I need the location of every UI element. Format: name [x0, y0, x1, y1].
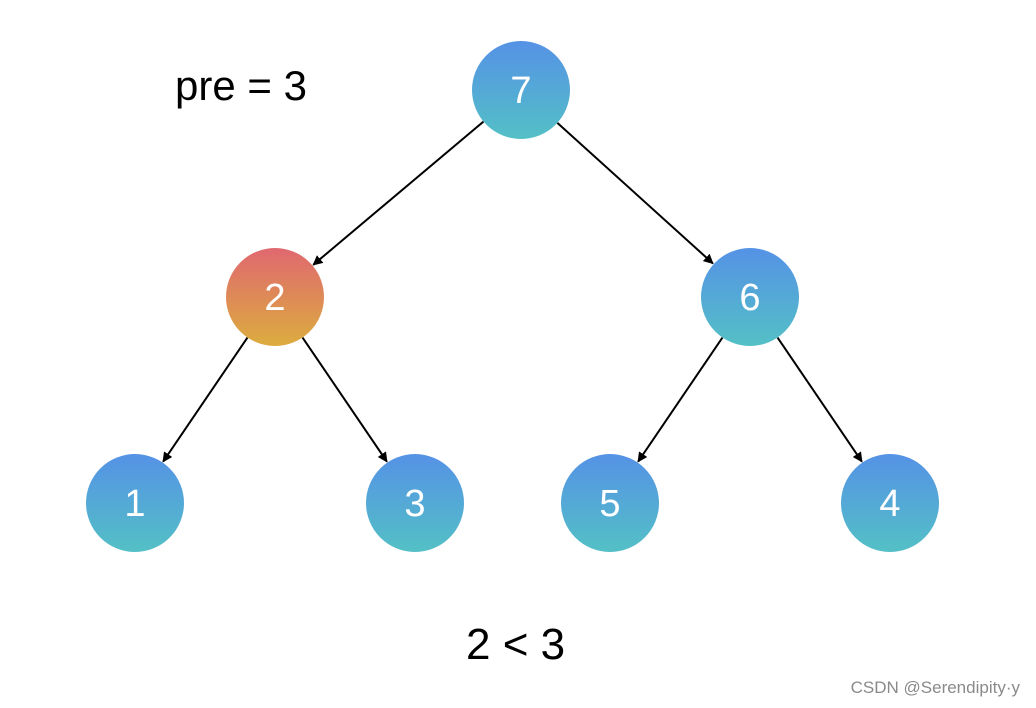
comparison-text: 2 < 3	[466, 620, 566, 669]
node-value-label: 1	[124, 483, 145, 525]
tree-node-4: 4	[841, 454, 939, 552]
tree-node-3: 3	[366, 454, 464, 552]
node-value-label: 3	[404, 483, 425, 525]
node-circle	[472, 41, 570, 139]
watermark-text: CSDN @Serendipity·y	[850, 678, 1020, 697]
node-circle	[366, 454, 464, 552]
node-circle	[841, 454, 939, 552]
highlighted-node-circle	[226, 248, 324, 346]
edge-n7-n6	[556, 122, 714, 265]
tree-node-2: 2	[226, 248, 324, 346]
edge-n7-n2	[312, 120, 485, 266]
tree-edges	[162, 120, 863, 463]
node-value-label: 2	[264, 277, 285, 319]
edge-n2-n3	[301, 336, 388, 463]
node-value-label: 4	[879, 483, 900, 525]
edge-n6-n4	[776, 336, 863, 463]
node-circle	[701, 248, 799, 346]
tree-node-7: 7	[472, 41, 570, 139]
edge-n2-n1	[162, 336, 249, 463]
tree-node-6: 6	[701, 248, 799, 346]
node-value-label: 5	[599, 483, 620, 525]
edge-n6-n5	[637, 336, 724, 463]
tree-nodes: 7 2 6 1 3 5 4	[86, 41, 939, 552]
tree-node-5: 5	[561, 454, 659, 552]
node-circle	[86, 454, 184, 552]
pre-value-label: pre = 3	[175, 62, 307, 109]
node-circle	[561, 454, 659, 552]
node-value-label: 6	[739, 277, 760, 319]
node-value-label: 7	[510, 70, 531, 112]
tree-node-1: 1	[86, 454, 184, 552]
